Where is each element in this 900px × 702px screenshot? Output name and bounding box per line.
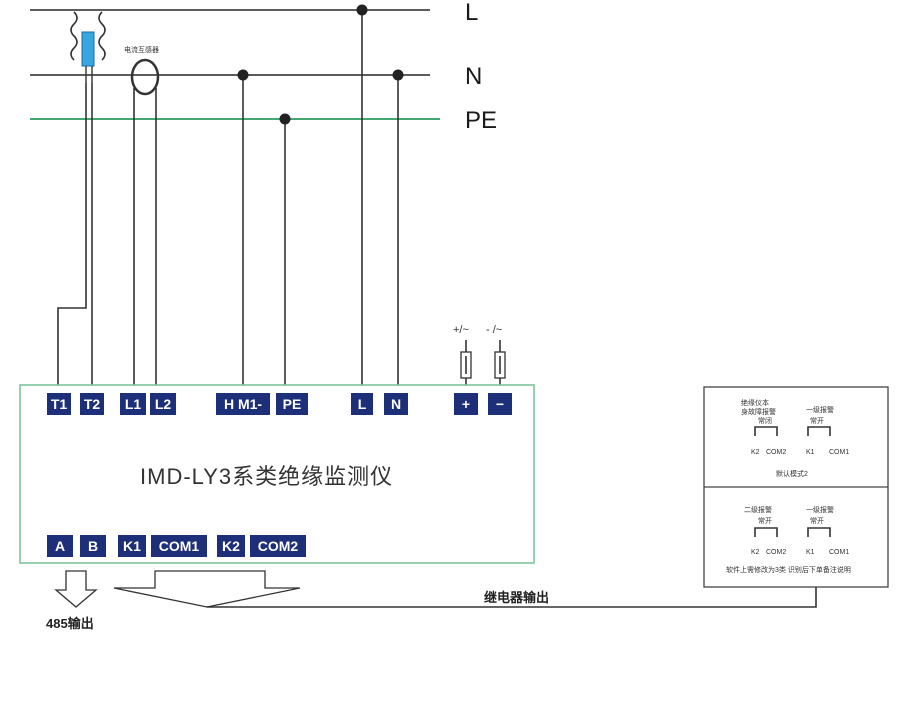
- mode1-right-contact-icon: [807, 426, 831, 436]
- mode2-right-contact-icon: [807, 527, 831, 537]
- transformer-coil: [70, 11, 106, 83]
- mode2-right-title: 一级报警: [806, 505, 834, 514]
- mode2-pin-k2: K2: [751, 549, 760, 556]
- junction-l: [356, 4, 368, 16]
- mode2-pin-k1: K1: [806, 549, 815, 556]
- device-title: IMD-LY3系类绝缘监测仪: [140, 464, 393, 489]
- svg-text:N: N: [391, 396, 401, 412]
- ct-label: 电流互感器: [124, 45, 159, 54]
- svg-text:+: +: [462, 396, 470, 412]
- terminal-k2: K2: [217, 535, 245, 557]
- svg-text:K1: K1: [123, 538, 141, 554]
- terminal-k1: K1: [118, 535, 146, 557]
- mode1-left-title-1: 绝缘仪本: [741, 398, 769, 407]
- junction-pe: [279, 113, 291, 125]
- svg-text:L2: L2: [155, 396, 172, 412]
- rs485-label: 485输出: [46, 616, 94, 631]
- wire-t1: [57, 83, 87, 385]
- relay-arrow-icon: [113, 570, 301, 608]
- mode2-pin-com2: COM2: [766, 549, 786, 556]
- junction-hm1: [237, 69, 249, 81]
- mode1-caption: 默认模式2: [776, 469, 808, 478]
- ct-ring-icon: [130, 58, 160, 96]
- svg-text:A: A: [55, 538, 65, 554]
- svg-text:−: −: [496, 396, 504, 412]
- relay-output-label: 继电器输出: [484, 590, 549, 605]
- mode2-left-title: 二级报警: [744, 505, 772, 514]
- mode1-left-contact-icon: [754, 426, 778, 436]
- mode1-right-contact: 常开: [810, 416, 824, 425]
- relay-output-wire: [207, 587, 817, 608]
- terminal-l: L: [351, 393, 373, 415]
- svg-text:COM2: COM2: [258, 538, 299, 554]
- mode1-pin-k2: K2: [751, 449, 760, 456]
- mode1-pin-k1: K1: [806, 449, 815, 456]
- mode1-left-contact: 常闭: [758, 416, 772, 425]
- svg-text:K2: K2: [222, 538, 240, 554]
- terminal-hm1: H M1-: [216, 393, 270, 415]
- svg-text:L1: L1: [125, 396, 142, 412]
- terminal-com2: COM2: [250, 535, 306, 557]
- terminal-plus: +: [454, 393, 478, 415]
- mode1-pin-com2: COM2: [766, 449, 786, 456]
- svg-text:T2: T2: [84, 396, 101, 412]
- svg-text:PE: PE: [283, 396, 302, 412]
- mode2-left-contact: 常开: [758, 516, 772, 525]
- mode2-left-contact-icon: [754, 527, 778, 537]
- supply-minus-label: - /~: [486, 324, 502, 336]
- supply-plus-label: +/~: [453, 324, 469, 336]
- mode1-right-title: 一级报警: [806, 405, 834, 414]
- mode1-pin-com1: COM1: [829, 449, 849, 456]
- terminal-t1: T1: [47, 393, 71, 415]
- svg-text:H M1-: H M1-: [224, 396, 262, 412]
- rs485-arrow-icon: [54, 570, 98, 608]
- svg-text:B: B: [88, 538, 98, 554]
- mode2-pin-com1: COM1: [829, 549, 849, 556]
- mode2-right-contact: 常开: [810, 516, 824, 525]
- terminal-a: A: [47, 535, 73, 557]
- mode2-caption: 软件上需修改为3类 识别后下单备注说明: [726, 565, 851, 574]
- svg-text:T1: T1: [51, 396, 68, 412]
- mode1-left-title-2: 身故障报警: [741, 407, 776, 416]
- terminal-minus: −: [488, 393, 512, 415]
- terminal-l2: L2: [150, 393, 176, 415]
- svg-text:L: L: [358, 396, 367, 412]
- svg-text:COM1: COM1: [159, 538, 200, 554]
- terminal-b: B: [80, 535, 106, 557]
- terminal-pe: PE: [276, 393, 308, 415]
- bus-label-n: N: [465, 63, 482, 90]
- terminal-n: N: [384, 393, 408, 415]
- bus-label-pe: PE: [465, 107, 497, 134]
- junction-n: [392, 69, 404, 81]
- terminal-l1: L1: [120, 393, 146, 415]
- terminal-t2: T2: [80, 393, 104, 415]
- bus-label-l: L: [465, 0, 478, 26]
- terminal-com1: COM1: [151, 535, 207, 557]
